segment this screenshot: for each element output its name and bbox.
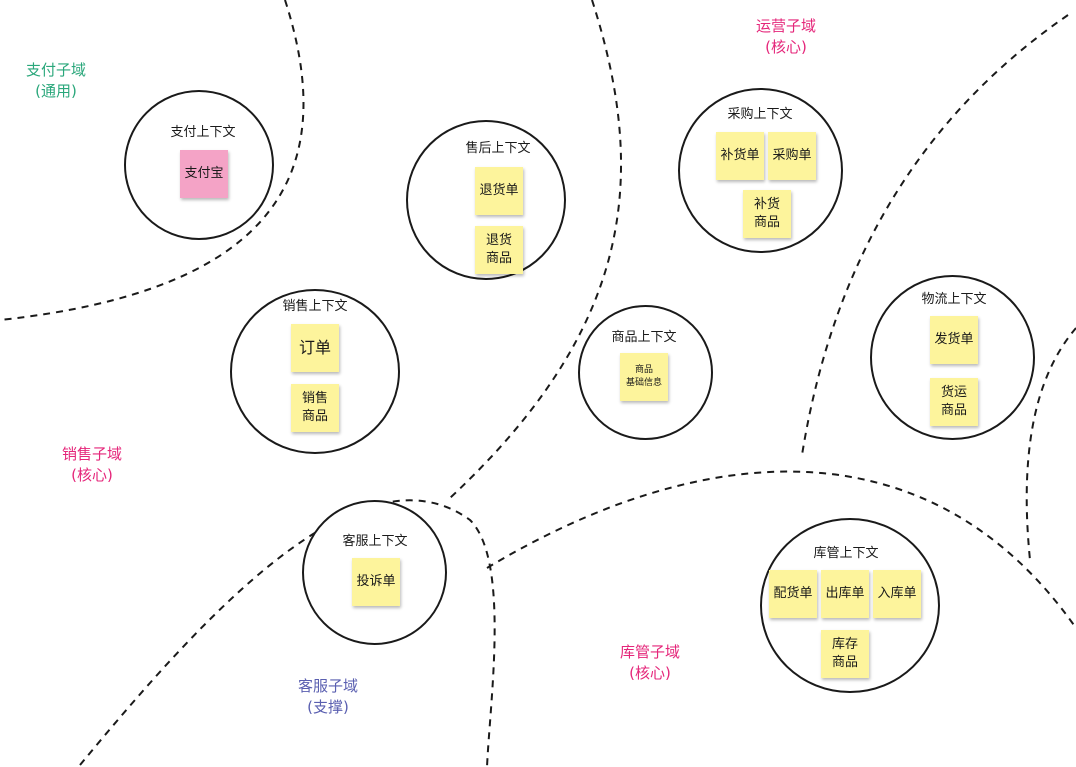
domain-label-customer-service: 客服子域 (支撑) [288, 676, 368, 718]
context-title: 库管上下文 [813, 546, 879, 561]
sticky-note: 投诉单 [352, 558, 400, 606]
context-title: 支付上下文 [170, 125, 236, 140]
context-title: 销售上下文 [282, 299, 348, 314]
sticky-note: 商品 基础信息 [620, 353, 668, 401]
sticky-note: 补货单 [716, 132, 764, 180]
domain-label-operations: 运营子域 (核心) [746, 16, 826, 58]
domain-name: 库管子域 [619, 643, 680, 661]
domain-type: (核心) [765, 38, 807, 56]
sticky-note: 补货 商品 [743, 190, 791, 238]
context-title: 客服上下文 [342, 534, 408, 549]
sticky-note: 退货 商品 [475, 226, 523, 274]
inventory-arc-boundary [486, 470, 1076, 629]
domain-type: (支撑) [307, 698, 349, 716]
operations-logistics-boundary [801, 14, 1069, 456]
sticky-note: 出库单 [821, 570, 869, 618]
domain-label-inventory: 库管子域 (核心) [610, 642, 690, 684]
sticky-note: 销售 商品 [291, 384, 339, 432]
customer-service-arc-boundary [79, 499, 496, 767]
context-title: 商品上下文 [611, 330, 677, 345]
logistics-east-boundary [1025, 327, 1076, 561]
context-title: 采购上下文 [727, 107, 793, 122]
domain-type: (核心) [71, 466, 113, 484]
sticky-note: 退货单 [475, 167, 523, 215]
domain-type: (核心) [629, 664, 671, 682]
sticky-note: 支付宝 [180, 150, 228, 198]
domain-type: (通用) [35, 82, 77, 100]
sticky-note: 配货单 [769, 570, 817, 618]
sticky-note: 订单 [291, 324, 339, 372]
domain-label-payment: 支付子域 (通用) [16, 60, 96, 102]
payment-sales-boundary [0, 0, 305, 321]
context-customer-service [302, 500, 447, 645]
domain-name: 支付子域 [25, 61, 86, 79]
sticky-note: 入库单 [873, 570, 921, 618]
domain-name: 销售子域 [61, 445, 122, 463]
domain-label-sales: 销售子域 (核心) [52, 444, 132, 486]
domain-name: 运营子域 [755, 17, 816, 35]
sticky-note: 发货单 [930, 316, 978, 364]
context-title: 物流上下文 [921, 292, 987, 307]
payment-operations-boundary [449, 0, 623, 499]
context-title: 售后上下文 [465, 141, 531, 156]
domain-name: 客服子域 [297, 677, 358, 695]
sticky-note: 库存 商品 [821, 630, 869, 678]
sticky-note: 货运 商品 [930, 378, 978, 426]
sticky-note: 采购单 [768, 132, 816, 180]
